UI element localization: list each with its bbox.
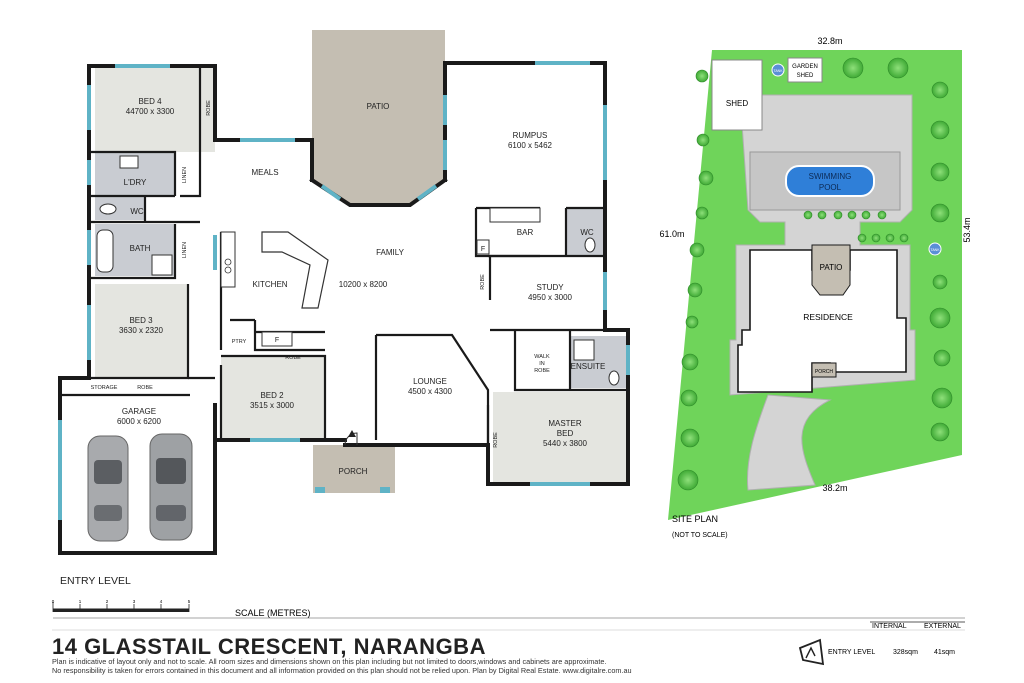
room-study-dims: 4950 x 3000: [528, 293, 573, 302]
garden-shed-label-2: SHED: [797, 73, 814, 79]
garden-shed-label-1: GARDEN: [792, 64, 818, 70]
scale-label: SCALE (METRES): [235, 608, 311, 618]
site-porch: [811, 362, 837, 378]
level-label: ENTRY LEVEL: [60, 575, 131, 587]
disclaimer-line-2: No responsibility is taken for errors co…: [52, 666, 632, 675]
bath-fixtures: [96, 155, 620, 386]
linen-label-1: LINEN: [182, 167, 188, 183]
study-robe-label: ROBE: [480, 274, 486, 290]
room-bar: BAR: [517, 228, 534, 237]
room-bath: BATH: [130, 244, 151, 253]
room-bed2-name: BED 2: [260, 391, 284, 400]
tank-label-right: TANK: [930, 248, 940, 252]
pool: [785, 165, 875, 197]
site-dim-right: 53.4m: [962, 217, 972, 242]
site-dim-bottom: 38.2m: [822, 483, 847, 493]
bed4-robe-label: ROBE: [206, 100, 212, 116]
tank-top: [771, 63, 785, 77]
disclaimer-line-1: Plan is indicative of layout only and no…: [52, 657, 607, 666]
walk-in-robe-2: IN: [539, 361, 545, 367]
room-porch: PORCH: [339, 467, 368, 476]
entry-door: [315, 430, 390, 493]
residence-label: RESIDENCE: [803, 312, 853, 322]
bed3-robe-label: ROBE: [137, 385, 153, 391]
scale-tick-4: 4: [160, 599, 163, 604]
room-study-name: STUDY: [536, 283, 564, 292]
tank-label-top: TANK: [773, 69, 783, 73]
room-master-dims: 5440 x 3800: [543, 439, 588, 448]
room-bed4-dims: 44700 x 3300: [126, 107, 175, 116]
room-wc-2: WC: [580, 228, 594, 237]
site-plan-title: SITE PLAN: [672, 514, 718, 524]
room-garage-dims: 6000 x 6200: [117, 417, 162, 426]
room-laundry: L'DRY: [124, 178, 147, 187]
room-rumpus-name: RUMPUS: [513, 131, 548, 140]
scale-tick-5: 5: [188, 599, 191, 604]
site-plan: 32.8m 61.0m 53.4m 38.2m GARDEN SHED SHED…: [659, 36, 972, 539]
room-ensuite: ENSUITE: [571, 362, 606, 371]
site-patio-label: PATIO: [820, 263, 843, 272]
room-bed2-dims: 3515 x 3000: [250, 401, 295, 410]
site-dim-left: 61.0m: [659, 229, 684, 239]
master-robe-label: ROBE: [493, 432, 499, 448]
shed: [711, 59, 763, 131]
site-porch-label: PORCH: [815, 369, 833, 375]
area-external-value: 41sqm: [934, 649, 955, 656]
pantry-label: PTRY: [232, 339, 247, 345]
area-row-label: ENTRY LEVEL: [828, 649, 875, 656]
scale-tick-0: 0: [52, 599, 55, 604]
room-patio: PATIO: [367, 102, 390, 111]
floor-plan-labels: BED 4 44700 x 3300 ROBE LINEN L'DRY WC B…: [60, 97, 605, 587]
room-meals: MEALS: [251, 168, 278, 177]
area-header-external: EXTERNAL: [924, 623, 961, 630]
scale-tick-2: 2: [106, 599, 109, 604]
shed-label: SHED: [726, 99, 748, 108]
room-family-name: FAMILY: [376, 248, 405, 257]
pool-label-1: SWIMMING: [809, 172, 852, 181]
room-bed4-name: BED 4: [138, 97, 162, 106]
scale-bar: 0 1 2 3 4 5 SCALE (METRES): [52, 599, 965, 619]
room-garage-name: GARAGE: [122, 407, 156, 416]
scale-tick-3: 3: [133, 599, 136, 604]
car-left: [87, 435, 129, 542]
brand-logo: [798, 638, 825, 666]
storage-label: STORAGE: [91, 385, 118, 391]
room-lounge-dims: 4500 x 4300: [408, 387, 453, 396]
fridge-label-bar: F: [481, 246, 485, 253]
area-header-internal: INTERNAL: [872, 623, 907, 630]
tank-right: [928, 242, 942, 256]
room-lounge-name: LOUNGE: [413, 377, 447, 386]
site-plan-subtitle: (NOT TO SCALE): [672, 532, 728, 539]
property-address: 14 GLASSTAIL CRESCENT, NARANGBA: [52, 634, 486, 659]
area-internal-value: 328sqm: [893, 649, 918, 656]
room-master-name-2: BED: [557, 429, 574, 438]
site-trees: [677, 57, 953, 491]
site-dim-top: 32.8m: [817, 36, 842, 46]
room-family-dims: 10200 x 8200: [339, 280, 388, 289]
linen-label-2: LINEN: [182, 242, 188, 258]
scale-tick-1: 1: [79, 599, 82, 604]
bed2-robe-label: ROBE: [285, 355, 301, 361]
walk-in-robe-3: ROBE: [534, 368, 550, 374]
room-rumpus-dims: 6100 x 5462: [508, 141, 553, 150]
site-patio: [811, 244, 851, 296]
car-right: [149, 433, 193, 541]
kitchen-island: [220, 207, 541, 347]
room-wc-1: WC: [130, 207, 144, 216]
walk-in-robe-1: WALK: [534, 354, 550, 360]
pool-label-2: POOL: [819, 183, 842, 192]
room-master-name-1: MASTER: [548, 419, 582, 428]
room-bed3-name: BED 3: [129, 316, 153, 325]
garden-shed: [787, 57, 823, 83]
windows: [58, 61, 630, 520]
room-kitchen: KITCHEN: [252, 280, 287, 289]
room-bed3-dims: 3630 x 2320: [119, 326, 164, 335]
fridge-label-kitchen: F: [275, 337, 279, 344]
